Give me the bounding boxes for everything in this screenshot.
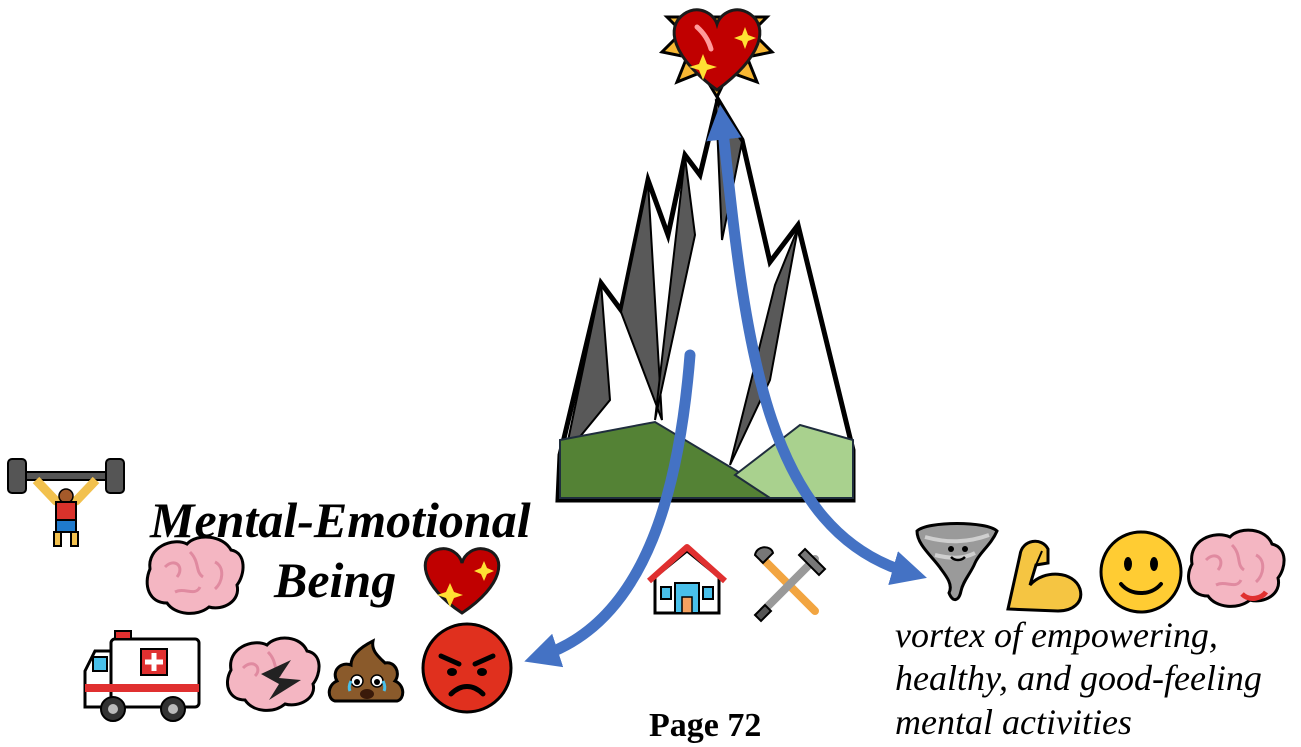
- caption-line-1: vortex of empowering,: [895, 615, 1218, 655]
- brain-lightning-icon: [226, 636, 321, 712]
- title-line-2: Being: [273, 552, 396, 608]
- weightlifter-icon: [7, 458, 125, 547]
- tornado-icon: [915, 522, 999, 601]
- mountain-illustration: [555, 93, 856, 503]
- caption-line-2: healthy, and good-feeling: [895, 658, 1262, 698]
- angry-face-icon: [421, 622, 513, 714]
- tools-icon: [753, 546, 827, 623]
- house-icon: [646, 544, 728, 615]
- arrow-to-negative: [524, 349, 696, 668]
- caption-line-3: mental activities: [895, 702, 1132, 742]
- smiling-face-icon: [1099, 530, 1183, 614]
- sparkling-heart-icon: [658, 8, 776, 101]
- flexed-biceps-icon: [1006, 539, 1083, 613]
- brain-icon: [145, 535, 245, 615]
- ambulance-icon: [83, 630, 201, 722]
- arrow-peak-to-positive: [706, 104, 927, 586]
- poop-icon: [327, 638, 405, 703]
- page-label: Page 72: [649, 707, 761, 744]
- sparkling-heart-icon: [423, 547, 501, 615]
- brain-icon: [1187, 528, 1286, 608]
